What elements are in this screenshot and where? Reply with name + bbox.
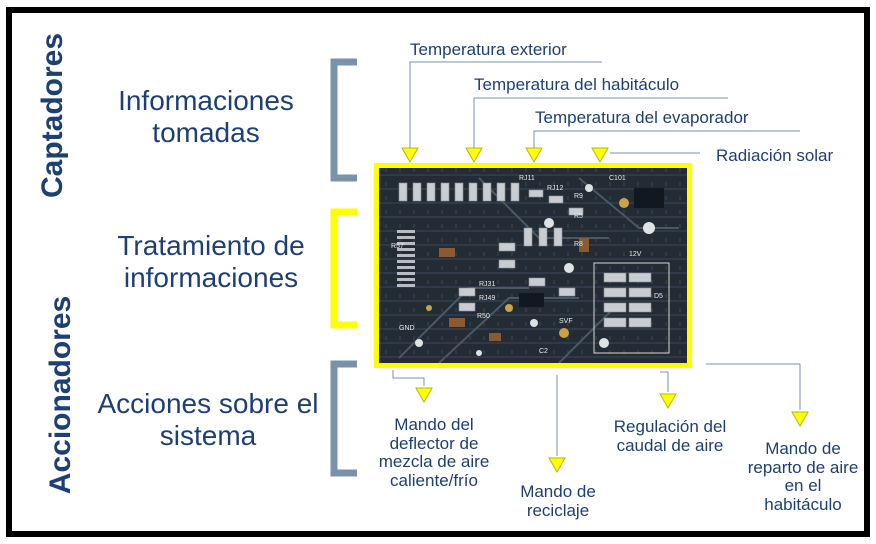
silk-r57: R57 (391, 243, 404, 250)
arrow-distribution (791, 411, 809, 428)
label-cabin-temp: Temperatura del habitáculo (474, 75, 680, 94)
label-mix-flap: Mando del deflector de mezcla de aire ca… (378, 415, 490, 491)
silk-r50: R50 (477, 313, 490, 320)
arrow-recirc (548, 457, 566, 474)
silk-gnd: GND (399, 325, 415, 332)
circuit-board-drawing: RJ11 RJ12 R9 R5 R8 R57 RJ31 RJ49 R50 GND… (379, 168, 687, 363)
silk-rj12: RJ12 (547, 185, 563, 192)
arrow-mix-flap (415, 387, 433, 404)
bracket-processing (330, 208, 357, 329)
arrow-cabin-temp (465, 147, 483, 164)
silk-d5: D5 (654, 293, 663, 300)
label-solar: Radiación solar (716, 146, 834, 165)
arrow-outdoor-temp (401, 147, 419, 164)
silk-svf: SVF (559, 318, 573, 325)
arrow-airflow (659, 393, 677, 410)
bracket-inputs (330, 58, 357, 182)
circuit-board-image: RJ11 RJ12 R9 R5 R8 R57 RJ31 RJ49 R50 GND… (374, 163, 692, 368)
label-recirc: Mando de reciclaje (520, 482, 596, 520)
silk-r8: R8 (574, 241, 583, 248)
silk-rj31: RJ31 (479, 281, 495, 288)
silk-rj11: RJ11 (519, 175, 535, 182)
group-actions: Acciones sobre el sistema (97, 388, 319, 452)
silk-12v: 12V (629, 251, 642, 258)
silk-r5: R5 (574, 213, 583, 220)
group-inputs: Informaciones tomadas (118, 85, 294, 149)
label-evaporator-temp: Temperatura del evaporador (535, 108, 749, 127)
arrow-solar (591, 147, 609, 164)
silk-c101: C101 (609, 175, 626, 182)
label-outdoor-temp: Temperatura exterior (410, 40, 567, 59)
label-distribution: Mando de reparto de aire en el habitácul… (747, 439, 859, 515)
silk-r9: R9 (574, 193, 583, 200)
group-processing: Tratamiento de informaciones (117, 230, 305, 294)
bracket-actions (330, 360, 357, 477)
arrow-evaporator-temp (525, 147, 543, 164)
label-airflow: Regulación del caudal de aire (613, 417, 727, 455)
silk-rj49: RJ49 (479, 295, 495, 302)
silk-c2: C2 (539, 348, 548, 355)
